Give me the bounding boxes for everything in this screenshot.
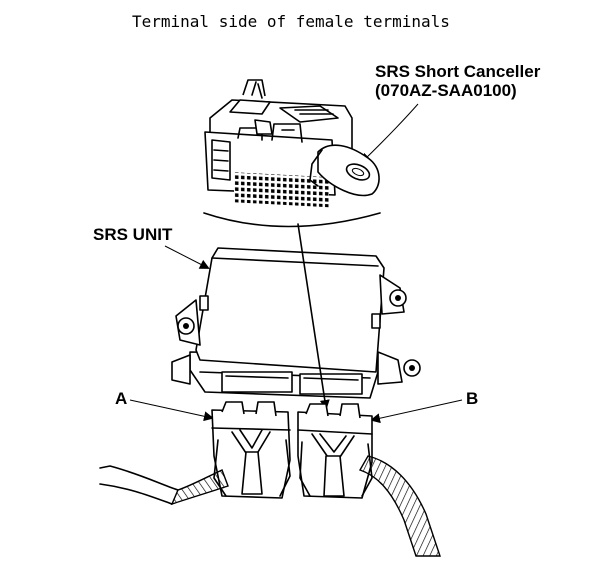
connector-b-leader-line <box>370 399 463 424</box>
connector-a <box>211 401 291 499</box>
view-arc <box>203 212 381 228</box>
connector-a-leader-line <box>129 399 214 422</box>
diagram-caption: Terminal side of female terminals <box>132 12 450 31</box>
connector-b-label: B <box>466 389 478 408</box>
canceller-leader-line <box>360 103 419 164</box>
harness-b <box>358 455 441 557</box>
srs-unit-leader-line <box>164 245 210 269</box>
connector-b <box>297 403 373 499</box>
short-canceller <box>309 144 380 197</box>
insertion-arrow <box>297 223 330 410</box>
canceller-part-number-label: (070AZ-SAA0100) <box>375 81 517 100</box>
terminal-grid <box>234 172 329 208</box>
srs-unit <box>171 247 421 399</box>
top-connector <box>204 79 353 208</box>
connector-a-label: A <box>115 389 127 408</box>
srs-unit-label: SRS UNIT <box>93 225 173 244</box>
harness-a <box>99 465 229 506</box>
canceller-name-label: SRS Short Canceller <box>375 62 541 81</box>
